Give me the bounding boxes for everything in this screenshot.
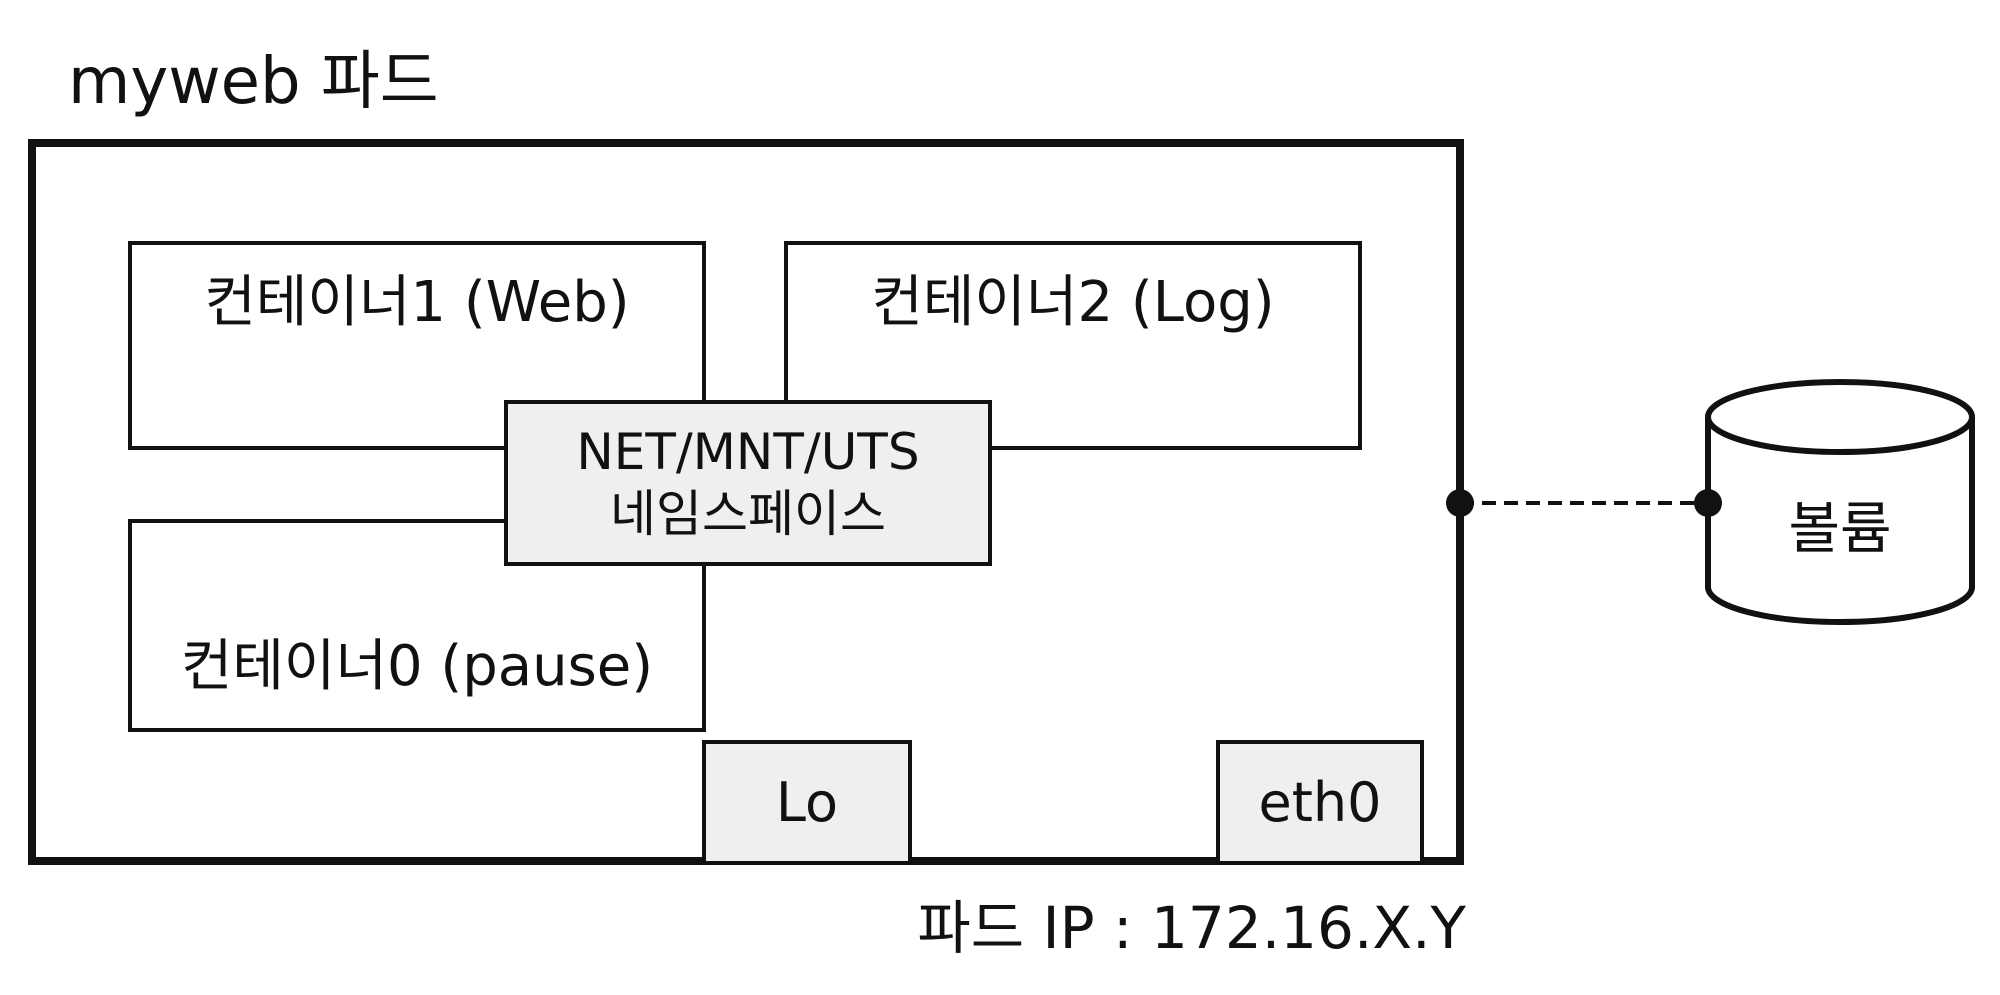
container-pause-label: 컨테이너0 (pause): [180, 634, 654, 699]
pod-title: myweb 파드: [68, 45, 439, 119]
container-log-label: 컨테이너2 (Log): [871, 270, 1275, 335]
volume-cylinder-body: [1705, 417, 1975, 625]
namespace-box: NET/MNT/UTS 네임스페이스: [504, 400, 992, 566]
container-web-label: 컨테이너1 (Web): [204, 270, 630, 335]
eth0-interface-label: eth0: [1258, 771, 1382, 834]
volume-connector-dot: [1694, 489, 1722, 517]
lo-interface-box: Lo: [702, 740, 912, 861]
namespace-line2: 네임스페이스: [610, 485, 886, 543]
namespace-line1: NET/MNT/UTS: [576, 423, 920, 481]
pod-ip-label: 파드 IP : 172.16.X.Y: [917, 894, 1466, 962]
pod-connector-dot: [1446, 489, 1474, 517]
volume-cylinder-top: [1705, 379, 1975, 455]
volume-label: 볼륨: [1788, 497, 1892, 562]
lo-interface-label: Lo: [775, 771, 839, 834]
eth0-interface-box: eth0: [1216, 740, 1424, 861]
